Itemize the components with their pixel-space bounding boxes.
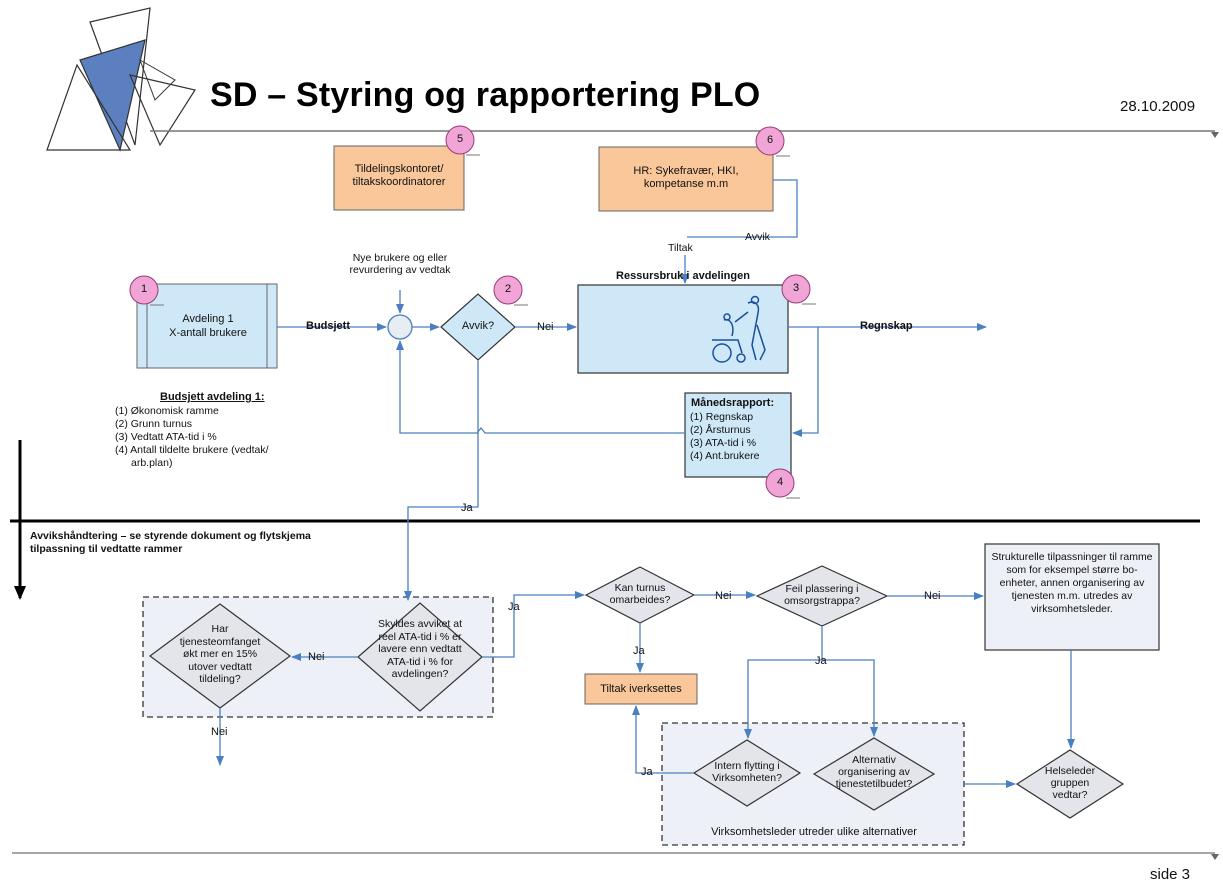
- ja-label: Ja: [508, 601, 520, 613]
- nei-label: Nei: [308, 651, 325, 663]
- strukturelle-box: [984, 543, 1160, 651]
- avdeling-box: [136, 283, 278, 369]
- badge-1: [129, 275, 159, 305]
- budsjett-label: Budsjett: [306, 320, 350, 332]
- section-note: Avvikshåndtering – se styrende dokument …: [30, 530, 311, 555]
- hr-box: [598, 146, 774, 212]
- maanedsrapport-item: (1) Regnskap: [690, 411, 754, 423]
- tiltak-label: Tiltak: [668, 242, 693, 254]
- ressursbruk-box: [577, 284, 789, 374]
- ja-label: Ja: [815, 655, 827, 667]
- hr-label: HR: Sykefravær, HKI, kompetanse m.m: [633, 165, 739, 190]
- badge-5: [445, 125, 475, 155]
- ressursbruk-title: Ressursbruk i avdelingen: [616, 270, 750, 282]
- avdeling-line1: Avdeling 1: [182, 313, 234, 325]
- connectors: [216, 179, 1075, 788]
- badge-1-label: 1: [140, 283, 148, 295]
- badge-6-label: 6: [766, 134, 774, 146]
- badge-2: [493, 275, 523, 305]
- badge-4: [765, 468, 795, 498]
- helseleder-label: Helseleder gruppen vedtar?: [1044, 765, 1096, 802]
- badge-3-label: 3: [792, 282, 800, 294]
- tildeling-box: [333, 145, 465, 211]
- nei-label: Nei: [715, 590, 732, 602]
- tiltak-iverksettes-box: [584, 673, 698, 705]
- budget-item: (2) Grunn turnus: [115, 418, 193, 430]
- maanedsrapport-box: [684, 392, 792, 478]
- avvik-loop-label: Avvik: [745, 231, 770, 243]
- alternativ-label: Alternativ organisering av tjenestetilbu…: [835, 754, 913, 791]
- badge-5-label: 5: [456, 133, 464, 145]
- budget-list: (1) Økonomisk ramme (2) Grunn turnus (3)…: [115, 405, 269, 470]
- virksomhetsleder-label: Virksomhetsleder utreder ulike alternati…: [711, 826, 917, 838]
- feil-plassering-label: Feil plassering i omsorgstrappa?: [784, 583, 860, 608]
- tiltak-iverksettes-label: Tiltak iverksettes: [600, 683, 682, 695]
- budget-item: arb.plan): [131, 457, 173, 469]
- maanedsrapport-item: (2) Årsturnus: [690, 424, 751, 436]
- merge-connector: [387, 314, 413, 340]
- nye-brukere-label: Nye brukere og eller revurdering av vedt…: [349, 252, 451, 277]
- header-rule-arrow-icon: [1211, 132, 1219, 138]
- har-decision: [148, 603, 292, 709]
- nei-label: Nei: [211, 726, 228, 738]
- footer-rule-arrow-icon: [1211, 854, 1219, 860]
- regnskap-label: Regnskap: [860, 320, 913, 332]
- page-number: side 3: [1150, 866, 1191, 883]
- budget-item: (4) Antall tildelte brukere (vedtak/: [115, 444, 269, 456]
- budget-item: (3) Vedtatt ATA-tid i %: [115, 431, 217, 443]
- skyldes-label: Skyldes avviket at reel ATA-tid i % er l…: [377, 618, 463, 680]
- logo-triangles: [46, 7, 196, 152]
- ja-label: Ja: [461, 502, 473, 514]
- tildeling-label: Tildelingskontoret/ tiltakskoordinatorer: [352, 163, 446, 188]
- badge-3: [781, 274, 811, 304]
- nei-label: Nei: [537, 321, 554, 333]
- ja-label: Ja: [641, 766, 653, 778]
- maanedsrapport-title: Månedsrapport:: [691, 397, 775, 409]
- maanedsrapport-item: (4) Ant.brukere: [690, 450, 760, 462]
- badge-6: [755, 126, 785, 156]
- har-label: Har tjenesteomfanget økt mer en 15% utov…: [179, 623, 261, 685]
- budget-item: (1) Økonomisk ramme: [115, 405, 219, 417]
- intern-flytting-label: Intern flytting i Virksomheten?: [712, 760, 782, 785]
- strukturelle-label: Strukturelle tilpassninger til ramme som…: [991, 551, 1153, 615]
- intern-flytting-decision: [692, 739, 802, 807]
- kan-turnus-label: Kan turnus omarbeides?: [609, 582, 671, 607]
- wheelchair-illustration-icon: [712, 295, 766, 363]
- maanedsrapport-item: (3) ATA-tid i %: [690, 437, 757, 449]
- ja-label: Ja: [633, 645, 645, 657]
- budget-title: Budsjett avdeling 1:: [160, 391, 265, 403]
- maanedsrapport-list: (1) Regnskap (2) Årsturnus (3) ATA-tid i…: [690, 411, 759, 463]
- badge-2-label: 2: [504, 283, 512, 295]
- date-label: 28.10.2009: [1120, 98, 1196, 115]
- avdeling-line2: X-antall brukere: [169, 327, 247, 339]
- nei-label: Nei: [924, 590, 941, 602]
- badge-4-label: 4: [776, 476, 784, 488]
- badges: [129, 125, 816, 499]
- avvik-decision-label: Avvik?: [461, 320, 495, 332]
- page-title: SD – Styring og rapportering PLO: [210, 76, 761, 114]
- helseleder-decision: [1015, 749, 1125, 819]
- alternativ-decision: [812, 737, 936, 811]
